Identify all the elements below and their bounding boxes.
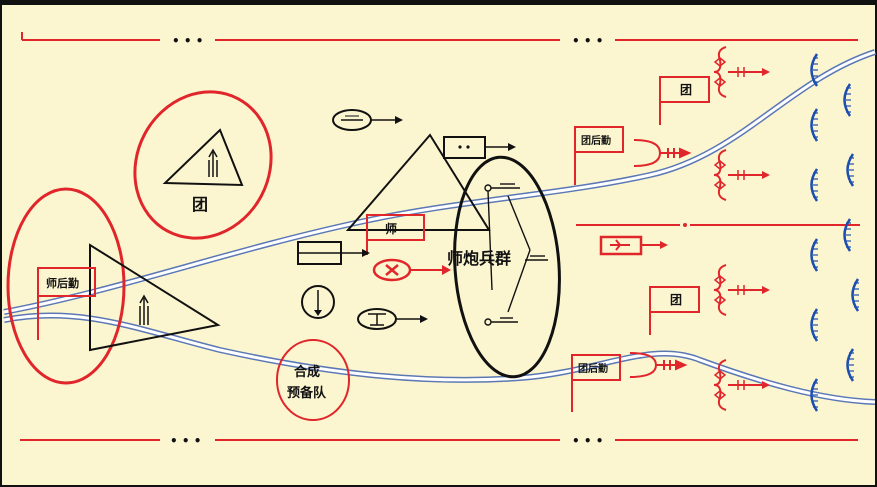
enemy-position-arc-icon [810, 308, 819, 342]
river-upper [3, 49, 876, 315]
arrow-icon [675, 359, 688, 371]
regiment-rear-flag-top-label: 团后勤 [581, 134, 611, 147]
up-arrow-icon [208, 148, 218, 177]
boundary-dots-top-left: • • • [172, 34, 203, 48]
artillery-group-outline [453, 155, 561, 379]
division-hq-triangle [345, 133, 491, 231]
division-rear-flag: 师后勤 [37, 267, 96, 340]
regiment-rear-flag-top: 团后勤 [574, 126, 624, 185]
boundary-dots-bottom-left: • • • [170, 434, 201, 448]
regiment-front-bracket [713, 46, 770, 98]
boundary-dots-top-right: • • • [572, 34, 603, 48]
fork-arrow-top [633, 139, 692, 167]
regiment-rear-area-outline [133, 90, 273, 240]
regiment-front-groups [713, 46, 770, 411]
unit-symbol-circle-compass [301, 285, 335, 319]
regiment-flag-bottom-label: 团 [670, 293, 682, 307]
center-axis-dot [683, 223, 687, 227]
regiment-rear-flag-bottom: 团后勤 [571, 354, 621, 412]
unit-symbol-box-left [297, 241, 370, 265]
arrow-icon [762, 286, 770, 294]
enemy-position-arc-icon [851, 278, 860, 312]
arrow-icon [442, 265, 451, 275]
arrow-icon [762, 171, 770, 179]
regiment-flag-top: 团 [659, 76, 710, 125]
red-box-arrow [599, 235, 668, 256]
top-bar [0, 0, 877, 5]
unit-symbol-red-cross [372, 258, 451, 282]
arrow-icon [762, 68, 770, 76]
division-hq-flag: 师 [366, 214, 425, 255]
unit-symbol-box-top [443, 136, 516, 159]
regiment-rear-flag-bottom-label: 团后勤 [578, 362, 608, 375]
enemy-positions [810, 53, 860, 412]
artillery-group-symbols [484, 183, 548, 326]
triangle-unit-icon [89, 243, 221, 352]
enemy-position-arc-icon [810, 168, 819, 202]
arrow-icon [508, 143, 516, 151]
enemy-position-arc-icon [810, 378, 819, 412]
arrow-icon [660, 241, 668, 249]
triangle-unit-icon [162, 128, 244, 187]
enemy-position-arc-icon [843, 83, 852, 117]
division-rear-flag-label: 师后勤 [46, 276, 79, 290]
regiment-front-bracket [713, 359, 770, 411]
artillery-group-label: 师炮兵群 [447, 249, 511, 268]
division-hq-flag-label: 师 [385, 221, 397, 236]
unit-symbol-ellipse-bottom [357, 308, 428, 330]
enemy-position-arc-icon [846, 348, 855, 382]
boundary-line-top [21, 32, 858, 41]
arrow-icon [420, 315, 428, 323]
boundary-dots-bottom-right: • • • [572, 434, 603, 448]
regiment-front-bracket [713, 264, 770, 316]
arrow-icon [395, 116, 403, 124]
division-rear-area-outline [6, 187, 126, 385]
regiment-flag-bottom: 团 [649, 286, 700, 335]
combined-reserve-label-1: 合成 [294, 364, 320, 380]
enemy-position-arc-icon [810, 238, 819, 272]
enemy-position-arc-icon [810, 108, 819, 142]
arrow-icon [762, 381, 770, 389]
regiment-flag-top-label: 团 [680, 83, 692, 97]
enemy-position-arc-icon [810, 53, 819, 87]
arrow-icon [362, 249, 370, 257]
regiment-rear-label: 团 [192, 195, 208, 214]
combined-reserve-outline [276, 339, 350, 421]
river-lower [3, 312, 876, 405]
fork-arrow-bottom [629, 352, 688, 378]
combined-reserve-label-2: 预备队 [287, 385, 327, 401]
enemy-position-arc-icon [846, 153, 855, 187]
enemy-position-arc-icon [843, 218, 852, 252]
unit-symbol-ellipse-top [332, 109, 403, 131]
up-arrow-icon [139, 294, 149, 325]
regiment-front-bracket [713, 149, 770, 201]
arrow-icon [679, 147, 692, 159]
